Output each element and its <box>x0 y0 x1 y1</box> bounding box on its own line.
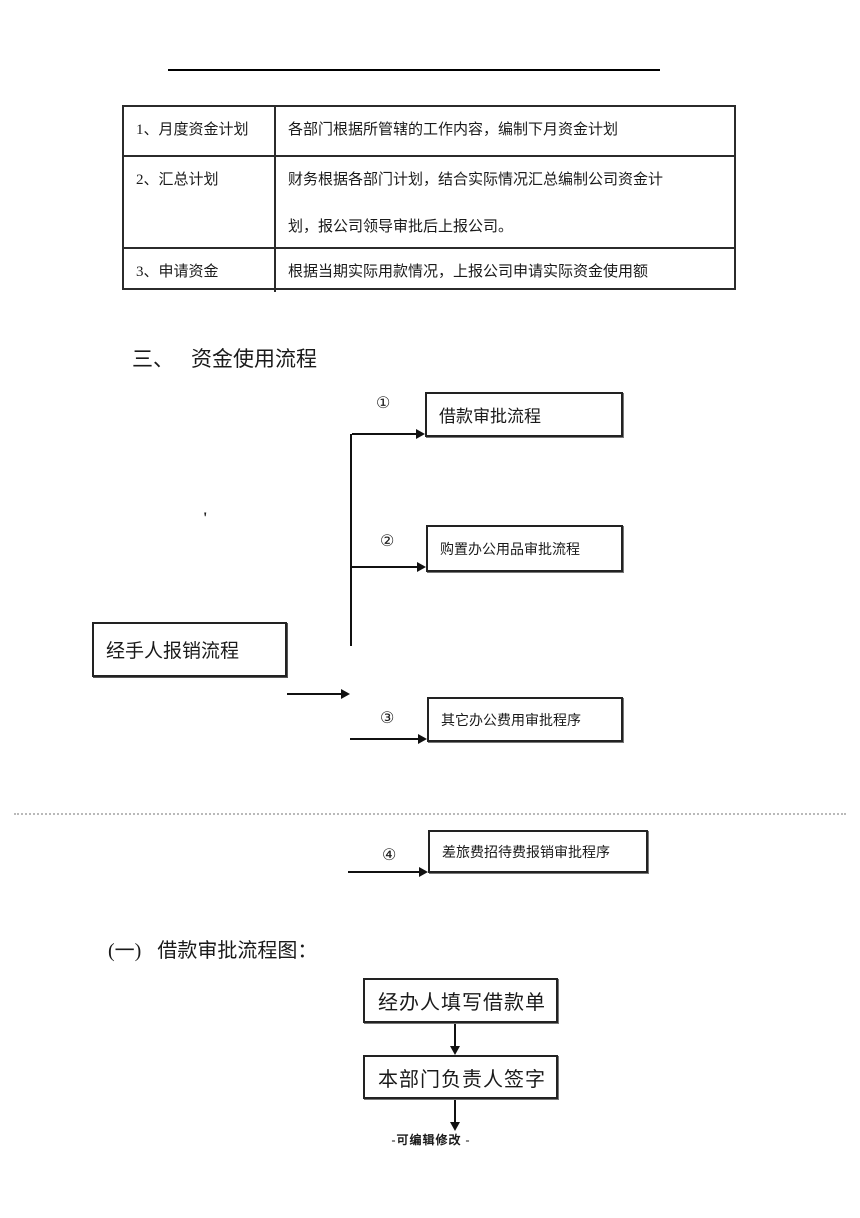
arrow-right-connector <box>287 689 350 699</box>
arrow-right-connector <box>350 734 427 744</box>
header-rule <box>168 69 660 71</box>
arrow-right-connector <box>348 867 428 877</box>
flow-box-label: 差旅费招待费报销审批程序 <box>442 845 610 861</box>
travel-entertainment-expense-flow-box: 差旅费招待费报销审批程序 <box>428 830 648 873</box>
footer-note: -可编辑修改 - <box>391 1133 471 1147</box>
flow-box-label: 经手人报销流程 <box>106 641 240 662</box>
table-row-label: 2、汇总计划 <box>124 155 274 247</box>
circled-1-marker: ① <box>376 395 391 412</box>
page-break-dotted-line <box>14 813 846 815</box>
loan-step-fill-form-box: 经办人填写借款单 <box>363 978 558 1023</box>
table-row-desc-line: 划，报公司领导审批后上报公司。 <box>288 219 514 235</box>
handler-reimburse-flow-box: 经手人报销流程 <box>92 622 287 677</box>
table-row-desc: 财务根据各部门计划，结合实际情况汇总编制公司资金计 划，报公司领导审批后上报公司… <box>274 155 734 247</box>
arrow-right-connector <box>352 562 426 572</box>
arrow-down-connector <box>450 1100 460 1131</box>
section-title: 资金使用流程 <box>191 347 317 371</box>
flow-box-label: 经办人填写借款单 <box>378 992 546 1014</box>
circled-3-marker: ③ <box>380 710 395 727</box>
fund-plan-table: 1、月度资金计划 各部门根据所管辖的工作内容，编制下月资金计划 2、汇总计划 财… <box>122 105 736 292</box>
other-office-expense-flow-box: 其它办公费用审批程序 <box>427 697 623 742</box>
subsection-heading: (一) 借款审批流程图： <box>108 934 317 963</box>
circled-4-marker: ④ <box>382 847 397 864</box>
table-row-label: 3、申请资金 <box>124 247 274 292</box>
table-row-desc-line: 各部门根据所管辖的工作内容，编制下月资金计划 <box>288 122 619 138</box>
stray-tick-mark: ' <box>203 510 208 527</box>
table-row-desc-line: 根据当期实际用款情况，上报公司申请实际资金使用额 <box>288 264 649 280</box>
circled-2-marker: ② <box>380 533 395 550</box>
office-supplies-flow-box: 购置办公用品审批流程 <box>426 525 623 572</box>
arrow-right-connector <box>352 429 425 439</box>
table-row-desc: 根据当期实际用款情况，上报公司申请实际资金使用额 <box>274 247 734 292</box>
section-heading: 三、 资金使用流程 <box>132 343 317 373</box>
loan-step-dept-head-sign-box: 本部门负责人签字 <box>363 1055 558 1099</box>
subsection-number: (一) <box>108 940 142 962</box>
subsection-title: 借款审批流程图： <box>157 940 318 962</box>
table-row-desc: 各部门根据所管辖的工作内容，编制下月资金计划 <box>274 107 734 155</box>
section-number: 三、 <box>132 347 174 371</box>
flow-box-label: 本部门负责人签字 <box>378 1068 546 1091</box>
loan-approval-flow-box: 借款审批流程 <box>425 392 623 437</box>
flow-box-label: 其它办公费用审批程序 <box>441 713 581 729</box>
arrow-down-connector <box>450 1024 460 1055</box>
table-row-label: 1、月度资金计划 <box>136 122 249 138</box>
flow-box-label: 购置办公用品审批流程 <box>440 542 580 558</box>
flow-box-label: 借款审批流程 <box>439 407 541 426</box>
branch-connector-line <box>350 434 352 646</box>
table-row-desc-line: 财务根据各部门计划，结合实际情况汇总编制公司资金计 <box>288 172 664 188</box>
